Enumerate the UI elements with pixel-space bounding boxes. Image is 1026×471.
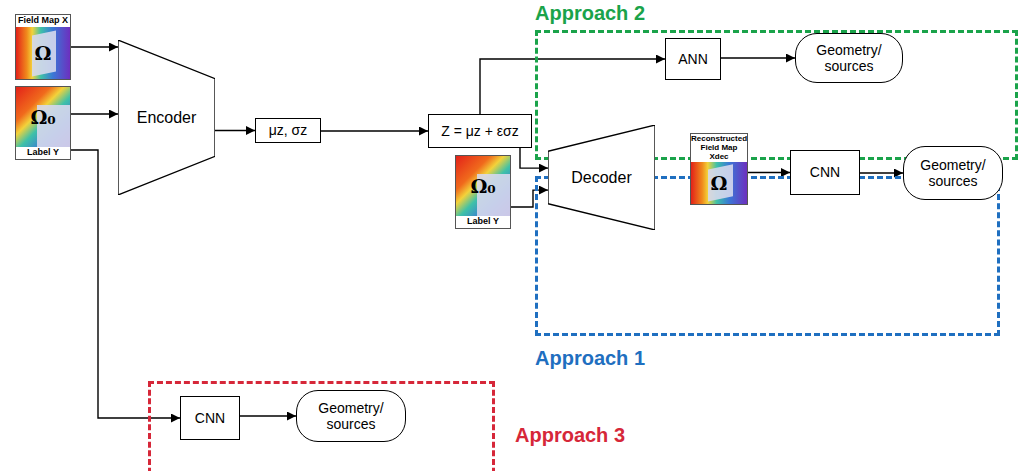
- flow-arrow: [71, 113, 118, 114]
- domain-symbol: Ω: [711, 172, 728, 194]
- output-label: Geometry/ sources: [297, 400, 405, 432]
- domain-symbol: Ω: [35, 42, 52, 64]
- process-box: CNN: [790, 150, 860, 195]
- box-label: ANN: [678, 51, 708, 67]
- flow-arrow: [721, 57, 795, 58]
- approach-heading: Approach 2: [535, 2, 645, 24]
- field-map-picture: Ω: [16, 27, 70, 79]
- output-terminal: Geometry/ sources: [903, 146, 1003, 200]
- domain-symbol: Ω₀: [470, 175, 495, 197]
- box-label: Z = μz + εσz: [441, 123, 518, 139]
- encoder-trapezoid: Encoder: [118, 40, 215, 195]
- network-label: Encoder: [137, 109, 197, 127]
- network-label: Decoder: [571, 169, 631, 187]
- label-image: Ω₀ Label Y: [15, 86, 71, 160]
- output-label: Geometry/ sources: [904, 157, 1002, 189]
- image-caption: Label Y: [456, 216, 510, 228]
- image-caption: Label Y: [16, 147, 70, 159]
- process-box: CNN: [180, 396, 240, 440]
- process-box: ANN: [665, 38, 721, 80]
- field-map-picture: Ω₀: [16, 87, 70, 147]
- flow-arrow: [860, 172, 903, 173]
- decoder-trapezoid: Decoder: [548, 125, 655, 230]
- box-label: μz, σz: [269, 122, 308, 138]
- image-heading: Reconstructed Field Map Xdec: [691, 134, 747, 162]
- box-label: CNN: [810, 164, 840, 180]
- domain-symbol: Ω₀: [30, 106, 55, 128]
- flow-arrow: [215, 130, 255, 131]
- output-terminal: Geometry/ sources: [795, 33, 903, 83]
- flow-arrow: [71, 46, 118, 47]
- reconstructed-field-map: Reconstructed Field Map XdecΩ: [690, 133, 748, 205]
- approach-heading: Approach 1: [535, 347, 645, 369]
- box-label: CNN: [195, 410, 225, 426]
- flow-arrow: [748, 172, 790, 173]
- approach-region: Approach 1DecoderReconstructed Field Map…: [535, 176, 1000, 336]
- flow-arrow: [480, 59, 665, 114]
- label-image: Ω₀ Label Y: [455, 155, 511, 229]
- output-terminal: Geometry/ sources: [296, 390, 406, 442]
- flow-arrow: [321, 130, 428, 131]
- process-box: Z = μz + εσz: [428, 114, 532, 148]
- approach-heading-wrap: Approach 2: [535, 2, 645, 25]
- approach-heading: Approach 3: [515, 424, 625, 446]
- approach-heading-wrap: Approach 1: [535, 347, 645, 370]
- process-box: μz, σz: [255, 118, 321, 143]
- flow-arrow: [511, 190, 548, 207]
- approach-heading-wrap: Approach 3: [515, 424, 625, 447]
- image-heading: Field Map X: [16, 15, 70, 27]
- field-map-picture: Ω: [691, 162, 747, 204]
- output-label: Geometry/ sources: [796, 42, 902, 74]
- approach-region: Approach 3CNNGeometry/ sources: [148, 381, 495, 471]
- field-map-image: Field Map X Ω: [15, 14, 71, 80]
- flow-arrow: [240, 415, 296, 416]
- field-map-picture: Ω₀: [456, 156, 510, 216]
